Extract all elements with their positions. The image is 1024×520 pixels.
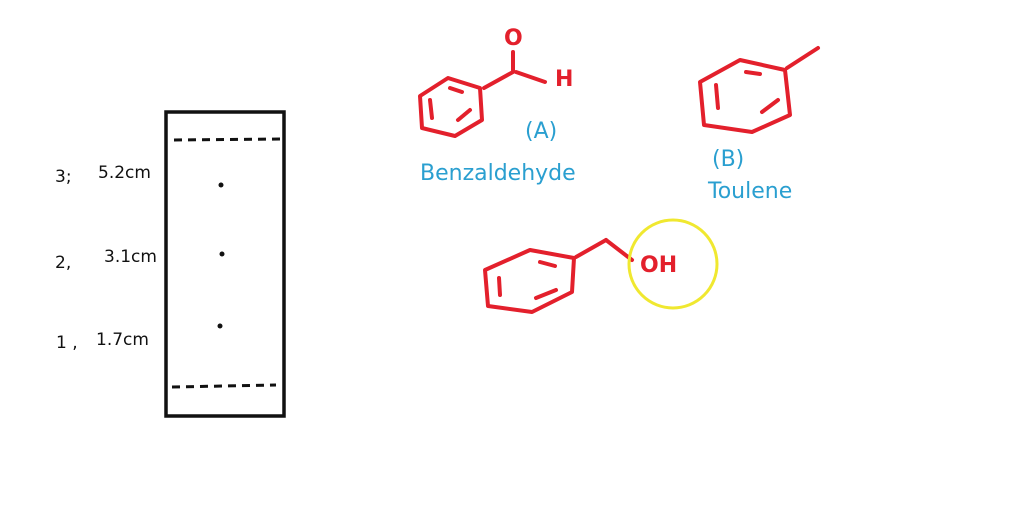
benzaldehyde-structure: O H [418, 26, 573, 138]
baseline [171, 383, 277, 389]
hydrogen-atom: H [555, 67, 573, 92]
spot-3 [218, 182, 224, 188]
oxygen-atom: O [504, 26, 523, 51]
highlight-circle [627, 218, 719, 310]
benzene-ring [698, 58, 792, 134]
compound-a-name: Benzaldehyde [420, 161, 576, 186]
spot-2-distance: 3.1cm [104, 247, 157, 267]
compound-b-tag: (B) [712, 147, 744, 172]
hydroxyl-group: OH [640, 253, 677, 278]
benzene-ring [483, 248, 576, 314]
spot-1-distance: 1.7cm [96, 330, 149, 350]
spot-2-number: 2, [55, 253, 71, 273]
compound-b-name: Toulene [707, 179, 792, 204]
spot-2 [219, 251, 225, 257]
toluene-structure [698, 46, 820, 134]
benzene-ring [418, 76, 484, 138]
spot-1-number: 1 , [56, 333, 78, 353]
spot-3-distance: 5.2cm [98, 163, 151, 183]
solvent-front-line [173, 137, 281, 142]
benzyl-alcohol-structure: OH [483, 218, 719, 314]
tlc-plate [164, 110, 286, 418]
spot-labels: 3; 5.2cm 2, 3.1cm 1 , 1.7cm [55, 163, 157, 353]
plate-outline [164, 110, 286, 418]
compound-a-tag: (A) [525, 119, 557, 144]
spot-1 [217, 323, 223, 329]
spot-3-number: 3; [55, 167, 72, 187]
